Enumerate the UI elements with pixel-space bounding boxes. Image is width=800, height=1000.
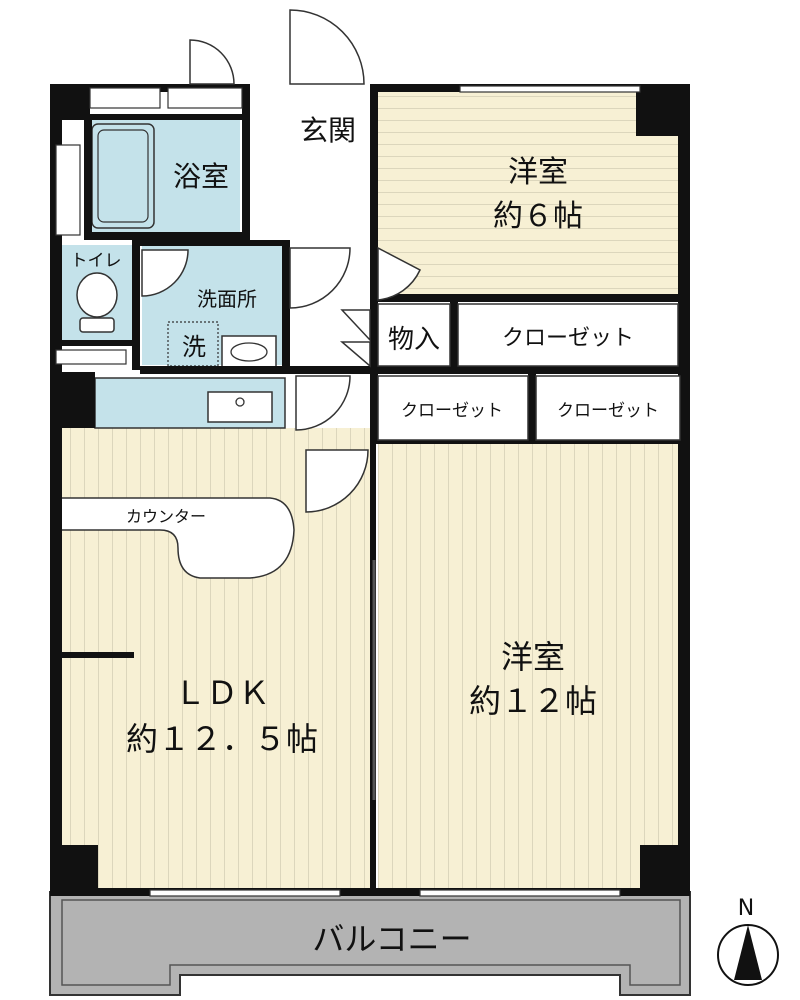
- label-washroom: 洗面所: [197, 287, 257, 311]
- bathtub: [91, 123, 155, 229]
- toilet-bowl: [76, 272, 118, 333]
- washer-space: [167, 321, 219, 367]
- walls: [50, 84, 690, 896]
- label-entrance: 玄関: [300, 114, 356, 147]
- bathtub-inner: [97, 129, 149, 223]
- western12-floor: [378, 440, 680, 890]
- label-washer: 洗: [182, 333, 206, 361]
- wash-basin: [221, 335, 277, 369]
- label-western6-name: 洋室: [508, 155, 568, 190]
- label-toilet: トイレ: [71, 251, 122, 271]
- label-western6-size: 約６帖: [493, 199, 583, 234]
- label-ldk-size: 約１２．５帖: [126, 720, 318, 758]
- sink: [207, 391, 273, 423]
- label-western12-name: 洋室: [501, 638, 565, 676]
- western6-floor: [378, 92, 684, 300]
- label-closet-right: クローゼット: [557, 401, 659, 421]
- label-western12-size: 約１２帖: [469, 682, 597, 720]
- windows: [55, 85, 641, 897]
- label-storage: 物入: [388, 325, 440, 355]
- label-bath: 浴室: [173, 160, 229, 193]
- closets: [377, 303, 681, 441]
- label-closet-north: クローゼット: [502, 326, 634, 351]
- label-counter: カウンター: [126, 507, 206, 526]
- doors: [141, 9, 421, 513]
- label-balcony: バルコニー: [312, 920, 471, 958]
- compass: N: [717, 896, 779, 986]
- sink-drain: [235, 397, 245, 407]
- label-ldk-name: ＬＤＫ: [174, 674, 270, 712]
- compass-north-label: N: [738, 896, 754, 921]
- label-closet-left: クローゼット: [401, 401, 503, 421]
- balcony: [49, 891, 691, 996]
- counter: [59, 497, 295, 579]
- compass-arrow-icon: [734, 925, 762, 980]
